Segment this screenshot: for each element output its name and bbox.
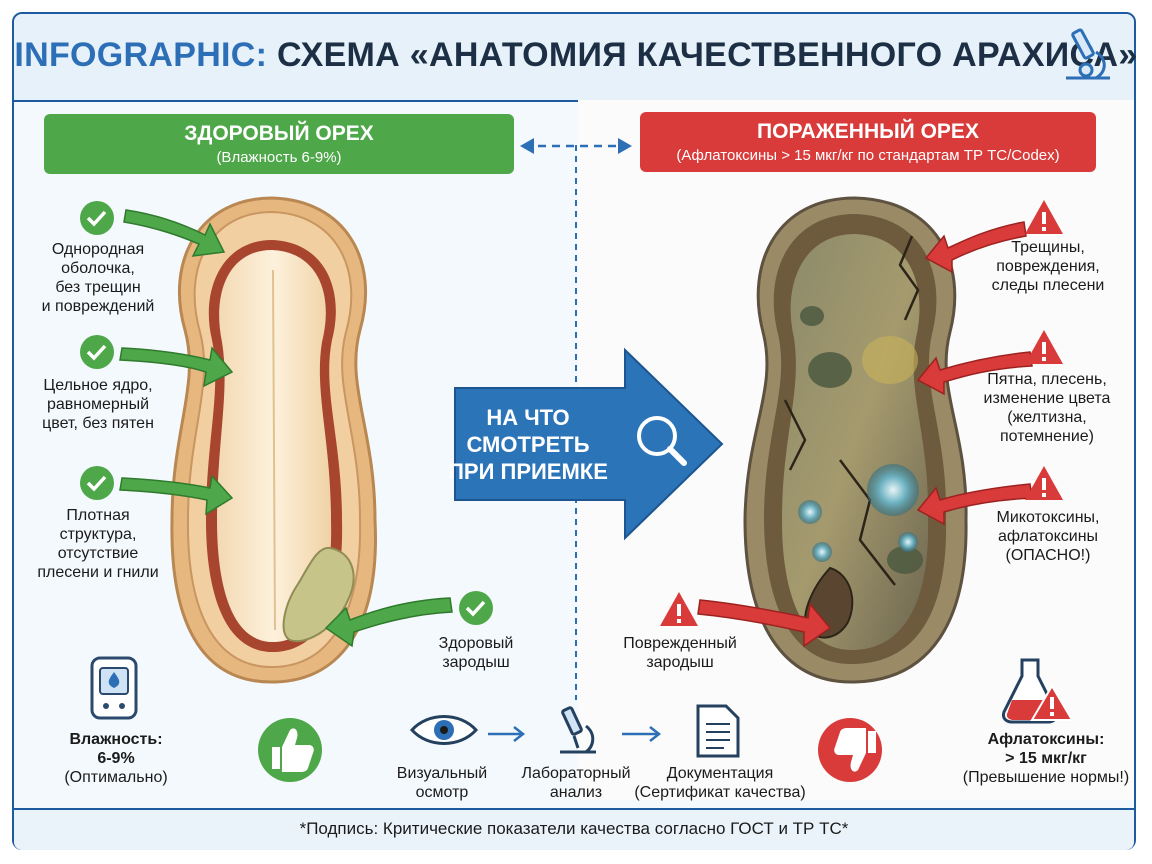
document-icon [696,704,740,758]
title-main: СХЕМА «АНАТОМИЯ КАЧЕСТВЕННОГО АРАХИСА» [277,36,1138,74]
footer-caption: *Подпись: Критические показатели качеств… [14,808,1134,850]
check-icons [80,201,493,625]
healthy-banner: ЗДОРОВЫЙ ОРЕХ (Влажность 6-9%) [44,114,514,174]
aflatoxin-colonies [798,464,919,562]
header-bar [14,14,1134,102]
warning-icons [660,200,1063,626]
compare-arrow-left-head [520,138,534,154]
microscope-icon [560,706,596,754]
step-docs: Документация(Сертификат качества) [634,765,806,801]
label-cracks: Трещины,повреждения,следы плесени [991,239,1105,294]
damaged-banner: ПОРАЖЕННЫЙ ОРЕХ (Афлатоксины > 15 мкг/кг… [640,112,1096,172]
healthy-subtitle: (Влажность 6-9%) [216,149,342,166]
title-prefix: INFOGRAPHIC: [14,36,268,74]
page-title: INFOGRAPHIC: СХЕМА «АНАТОМИЯ КАЧЕСТВЕННО… [0,36,1152,75]
header-microscope-icon [1066,28,1110,80]
eye-icon [409,715,479,745]
label-spots: Пятна, плесень,изменение цвета(желтизна,… [983,371,1111,445]
damaged-cracks [783,235,920,586]
magnifier-icon [637,416,687,466]
thumbs-down-icon [818,718,882,782]
process-arrows [488,726,662,742]
damaged-arrows [697,221,1033,648]
healthy-title: ЗДОРОВЫЙ ОРЕХ [184,122,374,145]
healthy-arrows [119,209,453,648]
label-mycotoxins: Микотоксины,афлатоксины(ОПАСНО!) [996,509,1100,564]
moisture-meter-icon [90,656,138,720]
compare-arrow-right-head [618,138,632,154]
center-big-arrow [454,347,724,541]
damaged-title: ПОРАЖЕННЫЙ ОРЕХ [757,120,979,143]
damaged-subtitle: (Афлатоксины > 15 мкг/кг по стандартам Т… [676,147,1060,164]
flask-warning-icon [1030,684,1074,721]
moisture-indicator: Влажность: 6-9% (Оптимально) [64,731,168,786]
aflatoxin-indicator: Афлатоксины: > 15 мкг/кг (Превышение нор… [962,731,1130,786]
thumbs-up-icon [258,718,322,782]
